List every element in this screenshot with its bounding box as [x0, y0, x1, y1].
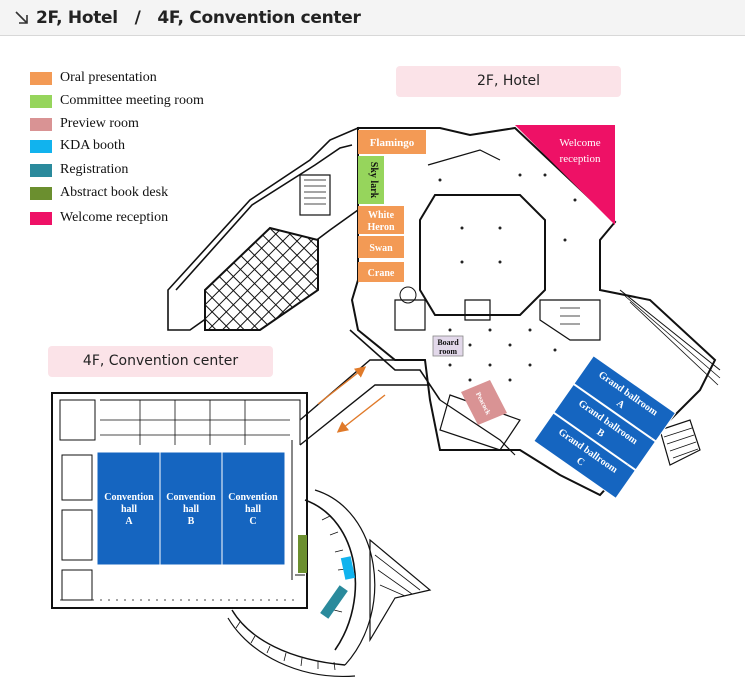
- legend-swatch: [30, 95, 52, 108]
- convention-hall-c-label-3: C: [249, 516, 256, 527]
- bridge-arrow-to-hotel: [317, 366, 367, 405]
- page-title: 2F, Hotel / 4F, Convention center: [36, 8, 361, 28]
- abstract-book-desk[interactable]: [298, 535, 307, 573]
- page-header: 2F, Hotel / 4F, Convention center: [0, 0, 745, 36]
- welcome-reception-area[interactable]: [515, 125, 615, 225]
- legend-label: Abstract book desk: [60, 185, 169, 200]
- room-peacock[interactable]: [461, 380, 507, 425]
- hotel-columns: [438, 158, 592, 382]
- legend-label: Registration: [60, 162, 129, 177]
- welcome-reception-label-2: reception: [560, 153, 601, 165]
- convention-hall-b-label-1: Convention: [166, 492, 216, 503]
- room-sky-lark-label: Sky lark: [368, 162, 379, 199]
- convention-hall-a-label-2: hall: [121, 504, 137, 515]
- convention-hall-a-label-3: A: [125, 516, 133, 527]
- room-crane-label: Crane: [368, 268, 395, 279]
- grand-ballroom-group: Grand ballroom A Grand ballroom B Grand …: [533, 355, 677, 500]
- room-white-heron-label-1: White: [368, 210, 395, 221]
- convention-hall-b-label-3: B: [188, 516, 195, 527]
- room-flamingo[interactable]: [358, 130, 426, 154]
- room-white-heron[interactable]: [358, 206, 404, 234]
- legend-label: KDA booth: [60, 138, 125, 153]
- welcome-reception-label-1: Welcome: [559, 137, 600, 149]
- convention-arc-seating: [235, 515, 347, 671]
- room-swan[interactable]: [358, 236, 404, 258]
- registration-desk[interactable]: [320, 585, 348, 619]
- convention-floor-plan: [51, 392, 432, 678]
- room-grand-ballroom-a[interactable]: [573, 355, 677, 442]
- legend-swatch: [30, 118, 52, 131]
- room-board-room-label-2: room: [439, 347, 457, 356]
- room-grand-ballroom-c[interactable]: [533, 412, 636, 500]
- room-white-heron-label-2: Heron: [367, 222, 394, 233]
- room-sky-lark[interactable]: [358, 156, 384, 204]
- convention-hall-c-label-2: hall: [245, 504, 261, 515]
- convention-hall-c-label-1: Convention: [228, 492, 278, 503]
- legend-label: Preview room: [60, 116, 139, 131]
- room-board-room-label-1: Board: [437, 338, 459, 347]
- convention-section-label: 4F, Convention center: [48, 346, 273, 377]
- legend-swatch: [30, 72, 52, 85]
- room-convention-hall-a[interactable]: [96, 451, 161, 566]
- room-convention-hall-b[interactable]: [159, 451, 223, 566]
- legend-swatch: [30, 140, 52, 153]
- bridge-arrow-to-convention: [336, 394, 386, 433]
- legend-label: Committee meeting room: [60, 93, 204, 108]
- room-crane[interactable]: [358, 262, 404, 282]
- room-swan-label: Swan: [369, 243, 393, 254]
- convention-hall-b-label-2: hall: [183, 504, 199, 515]
- legend-label: Welcome reception: [60, 210, 169, 225]
- kda-booth[interactable]: [340, 556, 356, 580]
- room-board-room[interactable]: [432, 335, 464, 357]
- convention-hall-a-label-1: Convention: [104, 492, 154, 503]
- arrow-down-right-icon: [15, 11, 28, 24]
- hotel-section-label: 2F, Hotel: [396, 66, 621, 97]
- legend-swatch: [30, 164, 52, 177]
- room-grand-ballroom-b[interactable]: [553, 383, 657, 471]
- room-convention-hall-c[interactable]: [221, 451, 286, 566]
- legend-swatch: [30, 212, 52, 225]
- legend-label: Oral presentation: [60, 70, 157, 85]
- room-flamingo-label: Flamingo: [370, 137, 415, 149]
- legend-swatch: [30, 187, 52, 200]
